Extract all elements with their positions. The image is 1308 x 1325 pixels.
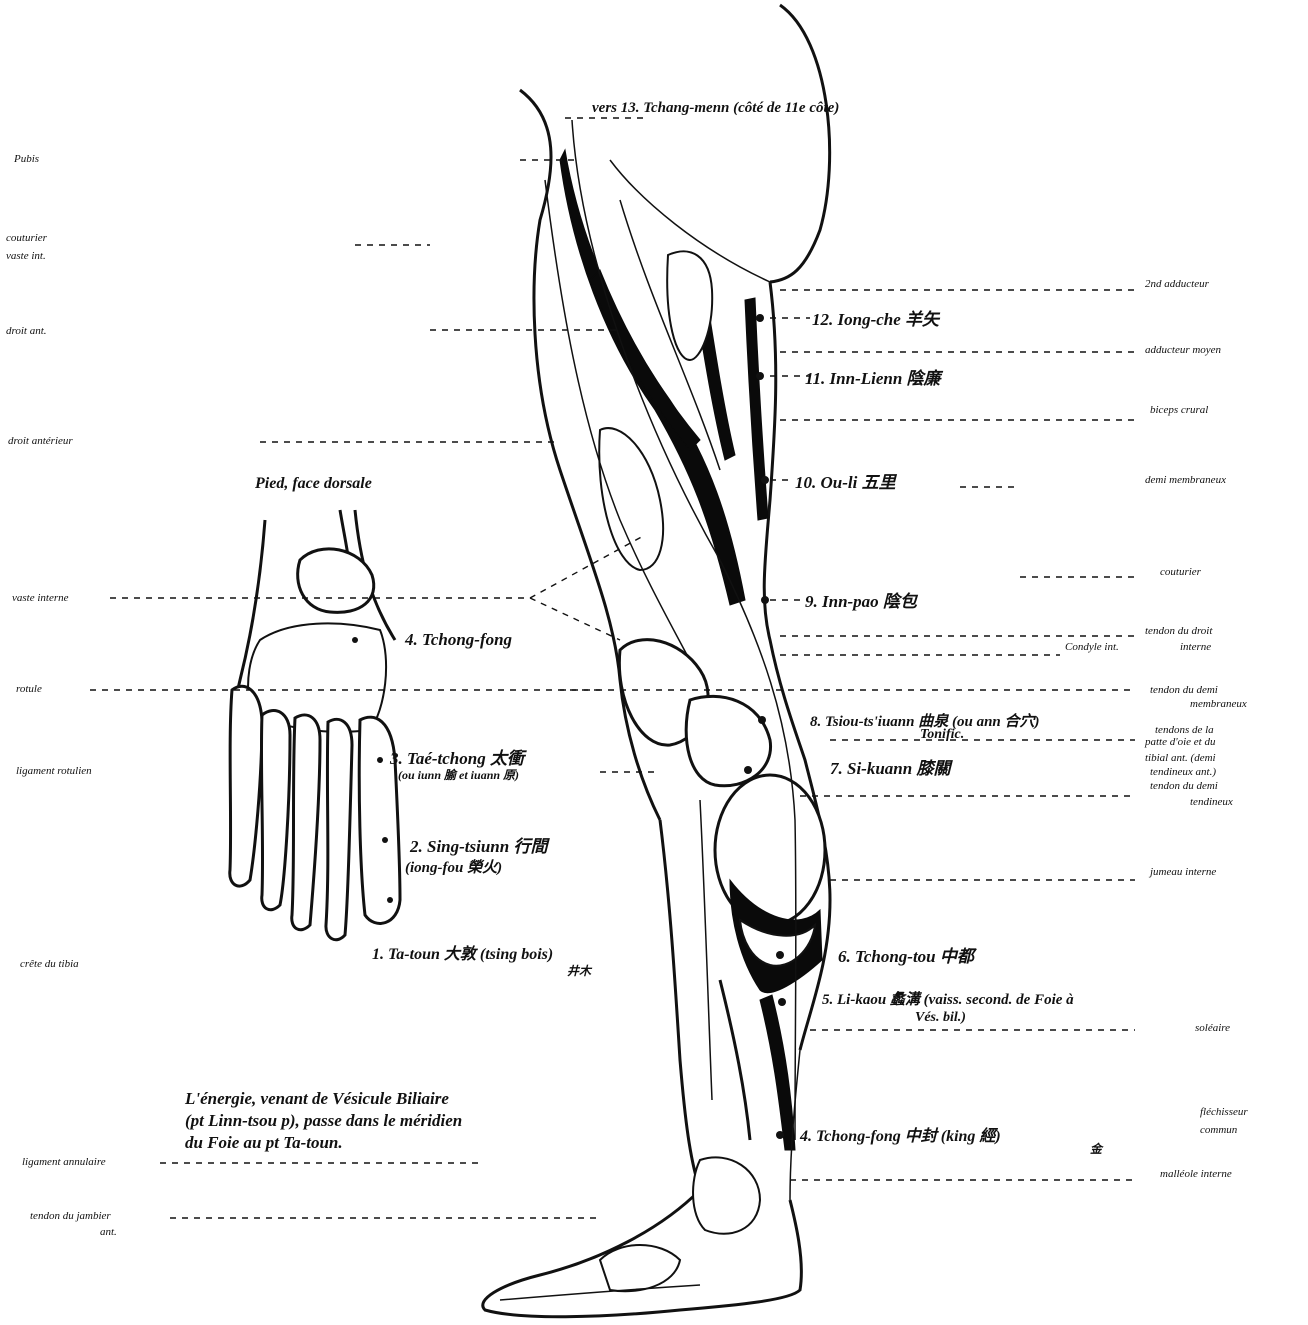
label-droit-anterieur: droit antérieur: [8, 435, 73, 447]
label-demi-membraneux: demi membraneux: [1145, 474, 1226, 486]
point-6-label: 6. Tchong-tou 中都: [838, 942, 974, 967]
label-biceps-crural: biceps crural: [1150, 404, 1208, 416]
label-couturier-right: couturier: [1160, 566, 1201, 578]
label-tendons-patte-4: tendineux ant.): [1150, 766, 1216, 778]
point-2-fire: (iong-fou 榮火): [405, 856, 502, 877]
energy-note: L'énergie, venant de Vésicule Biliaire (…: [185, 1088, 655, 1154]
label-tendons-patte-2: patte d'oie et du: [1145, 736, 1215, 748]
point-4-metal: 金: [1090, 1140, 1102, 1157]
point-8-tonific: Tonific.: [920, 727, 964, 743]
point-10-label: 10. Ou-li 五里: [795, 468, 896, 493]
label-vaste-interne: vaste interne: [12, 592, 69, 604]
point-4-foot-label: 4. Tchong-fong: [405, 630, 512, 650]
point-2-label: 2. Sing-tsiunn 行間: [410, 832, 547, 857]
label-couturier: couturier: [6, 232, 47, 244]
point-7-label: 7. Si-kuann 膝關: [830, 754, 950, 779]
label-soleaire: soléaire: [1195, 1022, 1230, 1034]
label-tendon-droit: tendon du droit: [1145, 625, 1212, 637]
point-5-vesicule: Vés. bil.): [915, 1010, 966, 1026]
point-11-label: 11. Inn-Lienn 陰廉: [805, 364, 941, 389]
dorsal-foot-drawing: [230, 510, 400, 940]
leader-lines: [90, 118, 1135, 1218]
point-4-right-label: 4. Tchong-fong 中封 (king 經): [800, 1122, 1001, 1146]
label-tendon-jambier: tendon du jambier: [30, 1210, 111, 1222]
point-1-wood: 井木: [567, 962, 591, 979]
label-ligament-rotulien: ligament rotulien: [16, 765, 92, 777]
label-crete-tibia: crête du tibia: [20, 958, 79, 970]
label-2nd-adducteur: 2nd adducteur: [1145, 278, 1209, 290]
label-tendons-patte-3: tibial ant. (demi: [1145, 752, 1216, 764]
label-pubis: Pubis: [14, 153, 39, 165]
label-droit-ant: droit ant.: [6, 325, 47, 337]
foot-view-title: Pied, face dorsale: [255, 475, 372, 493]
label-tendons-patte-1: tendons de la: [1155, 724, 1214, 736]
abdomen-outline: [770, 5, 830, 282]
point-13-label: vers 13. Tchang-menn (côté de 11e côte): [592, 100, 839, 117]
point-12-label: 12. Iong-che 羊矢: [812, 305, 939, 330]
label-flechisseur-commun: commun: [1200, 1124, 1237, 1136]
label-flechisseur: fléchisseur: [1200, 1106, 1248, 1118]
note-line-1: L'énergie, venant de Vésicule Biliaire: [185, 1088, 655, 1110]
label-tendon-demi-tendineux: tendon du demi: [1150, 780, 1218, 792]
shin-outline: [660, 820, 700, 1190]
point-5-label: 5. Li-kaou 蠡溝 (vaiss. second. de Foie à: [822, 988, 1074, 1009]
point-3-source: (ou iunn 腧 et iuann 原): [398, 766, 519, 783]
label-adducteur-moyen: adducteur moyen: [1145, 344, 1221, 356]
label-vaste-int: vaste int.: [6, 250, 46, 262]
label-ligament-annulaire: ligament annulaire: [22, 1156, 106, 1168]
label-tendineux: tendineux: [1190, 796, 1233, 808]
label-tendon-jambier-ant: ant.: [100, 1226, 117, 1238]
label-rotule: rotule: [16, 683, 42, 695]
label-tendon-demi: tendon du demi: [1150, 684, 1218, 696]
note-line-2: (pt Linn-tsou p), passe dans le méridien: [185, 1110, 655, 1132]
label-tendon-droit-interne: interne: [1180, 641, 1211, 653]
point-9-label: 9. Inn-pao 陰包: [805, 587, 917, 612]
point-1-label: 1. Ta-toun 大敦 (tsing bois): [372, 940, 553, 964]
label-tendon-demi-membraneux: membraneux: [1190, 698, 1247, 710]
label-condyle: Condyle int.: [1065, 641, 1119, 653]
note-line-3: du Foie au pt Ta-toun.: [185, 1132, 655, 1154]
label-jumeau-interne: jumeau interne: [1150, 866, 1216, 878]
label-malleole-interne: malléole interne: [1160, 1168, 1232, 1180]
